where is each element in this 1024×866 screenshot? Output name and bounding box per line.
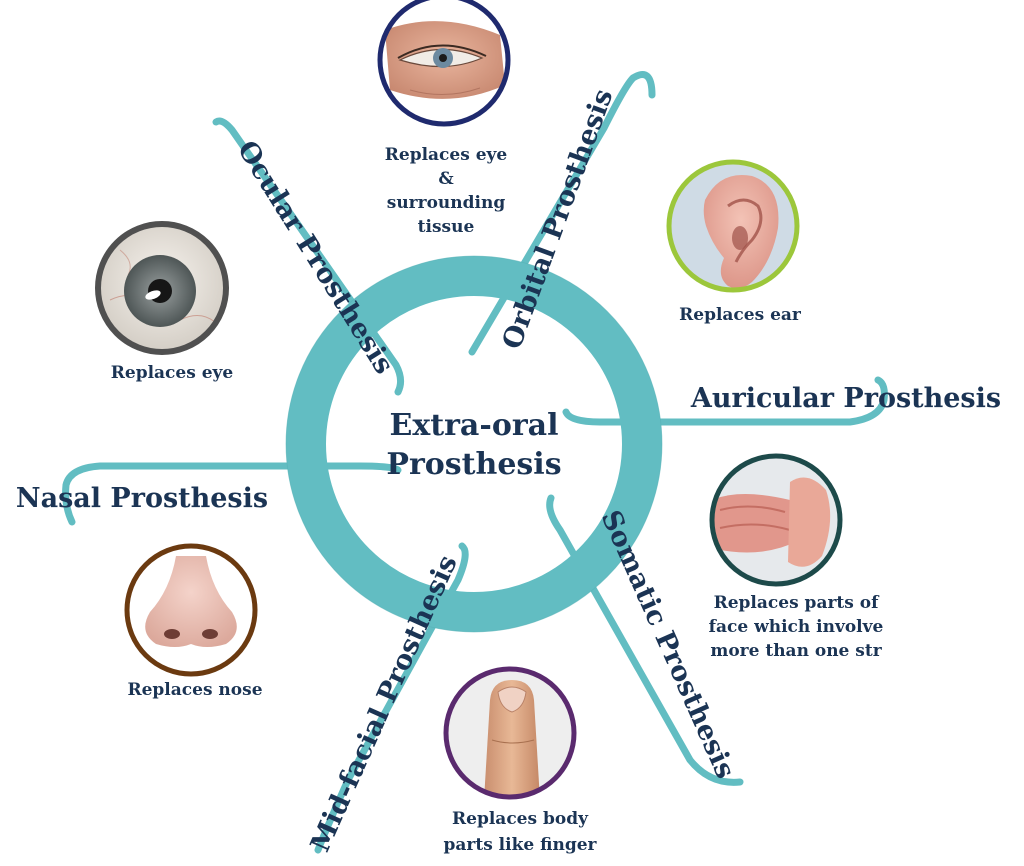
somatic-caption-line: Replaces parts of — [714, 593, 880, 613]
auricular-prosthesis-label: Auricular Prosthesis — [690, 383, 1001, 414]
somatic-ribbon — [546, 494, 744, 786]
auricular-caption-line: Replaces ear — [679, 305, 802, 325]
orbital-caption-line: surrounding — [387, 193, 506, 213]
midfacial-caption-line: parts like finger — [443, 835, 597, 855]
midfacial-ribbon — [314, 542, 469, 854]
midfacial-caption: Replaces body parts like finger — [443, 809, 597, 855]
auricular-ribbon — [562, 376, 888, 426]
finger-icon — [443, 666, 577, 800]
midfacial-caption-line: Replaces body — [452, 809, 589, 829]
orbital-caption-line: & — [438, 169, 454, 189]
somatic-caption-line: more than one str — [710, 641, 882, 661]
nasal-prosthesis-label: Nasal Prosthesis — [16, 483, 268, 514]
center-title-line2: Prosthesis — [386, 447, 561, 482]
orbital-caption-line: tissue — [418, 217, 475, 237]
ocular-caption-line: Replaces eye — [111, 363, 234, 383]
center-ring-outline — [285, 255, 663, 633]
nasal-ribbon — [62, 462, 402, 526]
orbital-caption: Replaces eye & surrounding tissue — [385, 145, 508, 237]
somatic-caption: Replaces parts of face which involve mor… — [709, 593, 884, 661]
center-title-line1: Extra-oral — [390, 408, 559, 443]
orbital-caption-line: Replaces eye — [385, 145, 508, 165]
center-ring — [286, 256, 662, 632]
nasal-caption: Replaces nose — [127, 680, 262, 700]
facial-part-icon — [709, 453, 843, 587]
orbital-ribbon — [468, 71, 656, 356]
orbital-eye-icon — [377, 0, 511, 127]
somatic-caption-line: face which involve — [709, 617, 884, 637]
ear-icon — [666, 159, 800, 293]
nasal-caption-line: Replaces nose — [127, 680, 262, 700]
auricular-caption: Replaces ear — [679, 305, 802, 325]
nose-icon — [124, 543, 258, 677]
ocular-ribbon — [212, 117, 405, 396]
ocular-caption: Replaces eye — [111, 363, 234, 383]
artificial-eye-icon — [95, 221, 229, 355]
